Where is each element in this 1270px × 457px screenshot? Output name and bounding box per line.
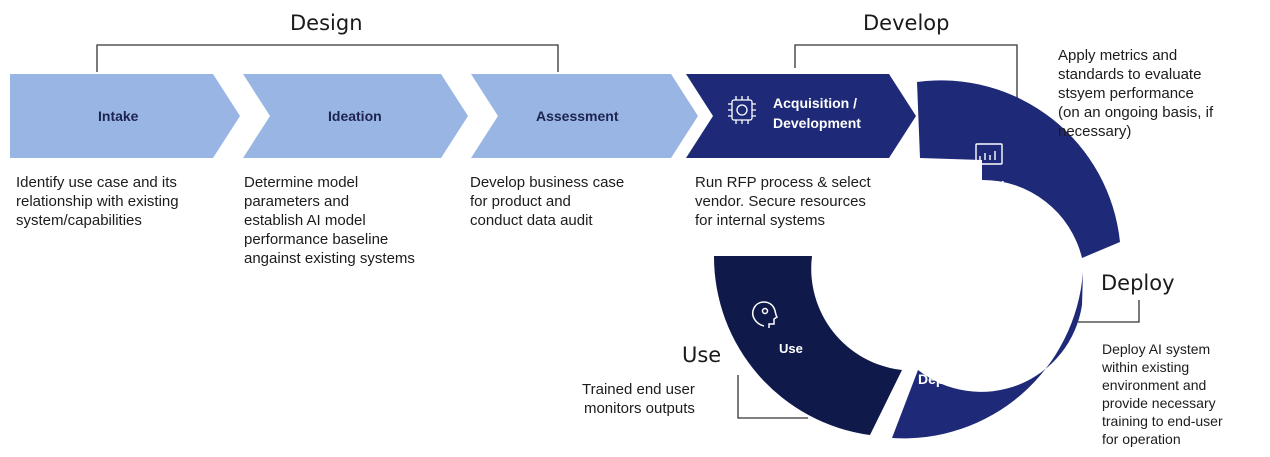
phase-title-design: Design xyxy=(290,11,363,35)
step-label-acquisition-line1: Acquisition / xyxy=(773,95,857,111)
use-segment xyxy=(713,256,902,435)
intake-chevron xyxy=(10,74,240,158)
step-label-ideation: Ideation xyxy=(328,108,382,124)
assessment-chevron xyxy=(471,74,698,158)
use-bracket xyxy=(737,375,808,419)
head-icon xyxy=(752,301,779,328)
step-label-assessment: Assessment xyxy=(536,108,619,124)
develop-bracket xyxy=(794,44,1018,100)
cycle-icon xyxy=(993,314,1021,343)
step-label-acquisition-line2: Development xyxy=(773,115,861,131)
deploy-bracket xyxy=(1078,300,1140,323)
phase-title-deploy: Deploy xyxy=(1101,271,1175,295)
tevv-segment xyxy=(917,80,1120,259)
step-label-integration-line2: Deployment xyxy=(918,371,998,387)
step-label-intake: Intake xyxy=(98,108,139,124)
dashboard-icon xyxy=(975,143,1003,165)
step-label-tevv: TEVV xyxy=(970,178,1004,193)
step-label-integration-line1: Integration & xyxy=(918,350,1004,366)
design-bracket xyxy=(96,44,559,72)
phase-title-develop: Develop xyxy=(863,11,950,35)
acquisition-chevron xyxy=(686,74,916,158)
integration-segment xyxy=(892,272,1083,439)
step-label-use: Use xyxy=(779,341,803,356)
chip-icon xyxy=(728,96,756,124)
phase-title-use: Use xyxy=(682,343,722,367)
ideation-chevron xyxy=(243,74,468,158)
